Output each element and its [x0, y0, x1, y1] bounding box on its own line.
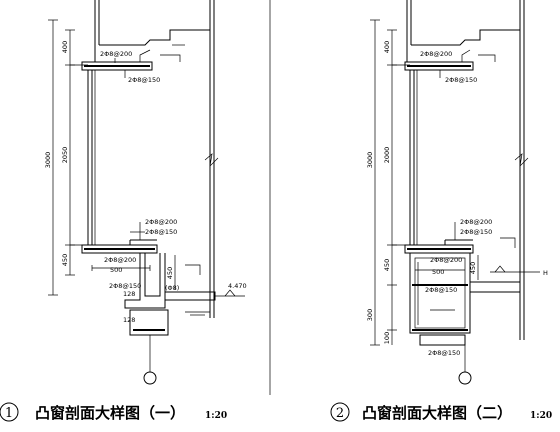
left-dim-bottom-1: 128	[123, 290, 135, 298]
left-bottom-block	[129, 309, 169, 336]
right-dim-top: 400	[383, 41, 391, 53]
right-caption-title: 凸窗剖面大样图（二）	[362, 404, 512, 422]
right-dim-sill: 450	[383, 259, 391, 271]
left-section-detail: 3000 400 2050 450 2Φ8@200 2Φ8@150 2Φ8@20…	[44, 0, 247, 385]
left-floor-slab	[164, 291, 216, 301]
left-rebar-5: 2Φ8@200	[104, 256, 136, 264]
left-dim-top: 400	[61, 41, 69, 53]
right-bottom-block	[419, 334, 466, 346]
right-rebar-4: 2Φ8@150	[460, 228, 492, 236]
right-rebar-7: 2Φ8@150	[428, 349, 460, 357]
left-caption-title: 凸窗剖面大样图（一）	[35, 404, 185, 422]
right-rebar-1: 2Φ8@200	[420, 50, 452, 58]
right-dim-bottom: 100	[383, 332, 391, 344]
right-width-500: 500	[432, 268, 444, 276]
right-rebar-3: 2Φ8@200	[460, 218, 492, 226]
right-lower-box	[409, 252, 471, 334]
right-elevation-prefix: H	[543, 269, 548, 277]
left-axis-bubble	[143, 371, 157, 385]
left-rebar-6: 2Φ8@150	[109, 282, 141, 290]
left-rebar-2: 2Φ8@150	[128, 76, 160, 84]
right-caption: 2 凸窗剖面大样图（二） 1:20	[330, 402, 552, 422]
left-top-slab	[99, 29, 210, 46]
right-section-detail: 3000 400 2000 450 300 100 2Φ8@200 2Φ8@15…	[366, 0, 548, 385]
left-caption-circle	[0, 402, 19, 422]
left-dim-sill: 450	[61, 254, 69, 266]
right-caption-scale: 1:20	[530, 411, 552, 421]
left-rebar-1: 2Φ8@200	[100, 50, 132, 58]
right-caption-circle	[330, 402, 350, 422]
left-rebar-4: 2Φ8@150	[145, 228, 177, 236]
right-axis-bubble	[458, 371, 472, 385]
right-dim-lower: 300	[366, 309, 374, 321]
left-caption: 1 凸窗剖面大样图（一） 1:20	[0, 402, 227, 422]
right-dim-window: 2000	[383, 147, 391, 164]
left-caption-number: 1	[5, 406, 13, 421]
left-side-dim: 450	[166, 267, 174, 279]
right-dim-outer: 3000	[366, 152, 374, 169]
left-elevation: 4.470	[228, 282, 247, 290]
right-rebar-5: 2Φ8@200	[430, 256, 462, 264]
right-side-dim: 450	[469, 262, 477, 274]
right-rebar-6: 2Φ8@150	[425, 286, 457, 294]
left-dim-outer: 3000	[44, 152, 52, 169]
left-caption-scale: 1:20	[205, 411, 227, 421]
left-dim-window: 2050	[61, 147, 69, 164]
right-rebar-2: 2Φ8@150	[445, 76, 477, 84]
right-top-slab	[411, 29, 520, 46]
right-floor-slab	[469, 281, 521, 293]
left-lintel	[81, 61, 153, 71]
left-width-500: 500	[110, 266, 122, 274]
left-dim-bottom-2: 128	[123, 316, 135, 324]
left-note: (Φ8)	[165, 284, 179, 292]
right-caption-number: 2	[336, 406, 344, 421]
right-lintel	[404, 61, 474, 71]
left-rebar-3: 2Φ8@200	[145, 218, 177, 226]
